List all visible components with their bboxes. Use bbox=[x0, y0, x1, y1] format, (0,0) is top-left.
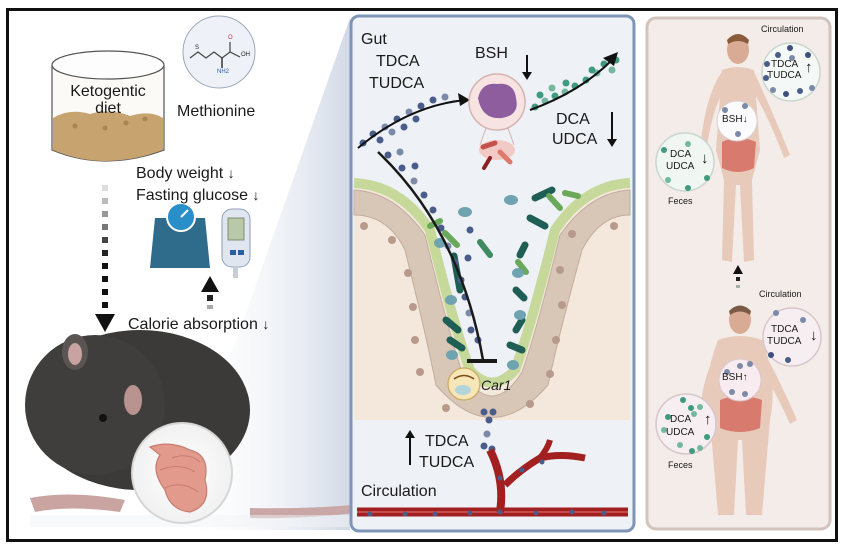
bottom-bsh-label: BSH↑ bbox=[722, 372, 748, 384]
circulation-label: Circulation bbox=[361, 483, 437, 500]
gut-tdca-label: TDCA bbox=[376, 53, 420, 70]
bacteria-cluster-icon bbox=[479, 140, 515, 170]
dca-down-arrow-icon bbox=[607, 112, 617, 147]
top-bsh-label: BSH↓ bbox=[722, 114, 748, 126]
calorie-absorption-down-arrow: ↓ bbox=[262, 316, 270, 332]
gut-tudca-label: TUDCA bbox=[369, 75, 425, 92]
gut-label: Gut bbox=[361, 31, 387, 48]
mouse-intestine-lens-icon bbox=[131, 422, 233, 524]
bsh-down-arrow-icon bbox=[522, 55, 532, 80]
calorie-absorption-text: Calorie absorption bbox=[128, 316, 258, 333]
molecule-o-label: O bbox=[228, 35, 233, 41]
fasting-glucose-down-arrow: ↓ bbox=[252, 187, 260, 203]
molecule-s-label: S bbox=[195, 45, 200, 51]
molecule-nh2-label: NH2 bbox=[217, 69, 230, 75]
body-weight-down-arrow: ↓ bbox=[227, 165, 235, 181]
bottom-feces-label: Feces bbox=[668, 460, 693, 470]
feces-circle-bottom bbox=[655, 393, 717, 455]
taurine-bile-acid-stream bbox=[359, 93, 482, 344]
calorie-absorption-label: Calorie absorption ↓ bbox=[128, 316, 270, 334]
tdca-up-arrow-icon bbox=[405, 430, 415, 465]
ketogenic-diet-cup-icon bbox=[51, 50, 165, 162]
arrow-to-bsh-head bbox=[458, 93, 470, 106]
ketogenic-diet-label: Ketogentic diet bbox=[64, 83, 152, 118]
molecule-oh-label: OH bbox=[241, 52, 250, 58]
bsh-label: BSH bbox=[475, 45, 508, 62]
top-bsh-text: BSH bbox=[722, 114, 743, 125]
body-weight-label: Body weight ↓ bbox=[136, 165, 235, 183]
top-circ-tdca-label: TDCA bbox=[771, 59, 799, 70]
dca-export-arrow-head bbox=[603, 52, 618, 66]
bottom-feces-up-arrow: ↑ bbox=[704, 411, 712, 428]
udca-label: UDCA bbox=[552, 131, 598, 148]
bottom-circ-down-arrow: ↓ bbox=[810, 327, 818, 344]
bsh-enzyme-icon bbox=[468, 73, 526, 146]
body-weight-text: Body weight bbox=[136, 165, 224, 182]
top-circulation-label: Circulation bbox=[761, 24, 804, 34]
bottom-bsh-arrow: ↑ bbox=[742, 372, 748, 383]
blood-tdca-label: TDCA bbox=[425, 433, 469, 450]
bottom-circulation-label: Circulation bbox=[759, 289, 802, 299]
gut-bacteria bbox=[427, 186, 581, 370]
dashed-arrow-up-between-people-icon bbox=[733, 265, 743, 288]
weight-scale-icon bbox=[150, 202, 210, 268]
dca-label: DCA bbox=[556, 111, 590, 128]
absorbed-bile-acids bbox=[480, 408, 497, 453]
blood-vessel bbox=[357, 439, 628, 517]
blood-tudca-label: TUDCA bbox=[419, 454, 475, 471]
bottom-circ-tdca-label: TDCA bbox=[771, 324, 799, 335]
arrow-to-bsh bbox=[357, 99, 467, 149]
top-circ-up-arrow: ↑ bbox=[805, 59, 813, 76]
bsh-circle-top bbox=[716, 100, 758, 142]
car1-nucleus-icon bbox=[447, 367, 481, 401]
top-feces-udca-label: UDCA bbox=[666, 161, 695, 172]
bottom-feces-dca-label: DCA bbox=[670, 414, 692, 425]
bottom-bsh-text: BSH bbox=[722, 372, 743, 383]
dashed-arrow-up-icon bbox=[201, 276, 219, 309]
top-feces-label: Feces bbox=[668, 196, 693, 206]
dashed-arrow-down-icon bbox=[95, 185, 115, 332]
methionine-label: Methionine bbox=[177, 103, 256, 120]
circulation-circle-bottom bbox=[762, 307, 822, 367]
top-bsh-arrow: ↓ bbox=[742, 114, 748, 125]
glucometer-icon bbox=[221, 208, 251, 278]
top-feces-dca-label: DCA bbox=[670, 149, 692, 160]
circulation-circle-top bbox=[761, 42, 821, 102]
fasting-glucose-label: Fasting glucose ↓ bbox=[136, 187, 260, 205]
dca-export-arrow bbox=[529, 59, 613, 111]
bottom-circ-tudca-label: TUDCA bbox=[767, 336, 802, 347]
fasting-glucose-text: Fasting glucose bbox=[136, 187, 249, 204]
top-circ-tudca-label: TUDCA bbox=[767, 70, 802, 81]
methionine-molecule-icon bbox=[182, 15, 256, 89]
ketogenic-label-line2: diet bbox=[95, 99, 121, 117]
car1-label: Car1 bbox=[481, 377, 512, 393]
ketogenic-label-line1: Ketogentic bbox=[70, 83, 146, 100]
bsh-circle-bottom bbox=[718, 358, 762, 402]
bottom-feces-udca-label: UDCA bbox=[666, 427, 695, 438]
inhibition-arrow-car1 bbox=[377, 151, 485, 361]
top-feces-down-arrow: ↓ bbox=[701, 150, 709, 167]
feces-circle-top bbox=[655, 132, 715, 192]
